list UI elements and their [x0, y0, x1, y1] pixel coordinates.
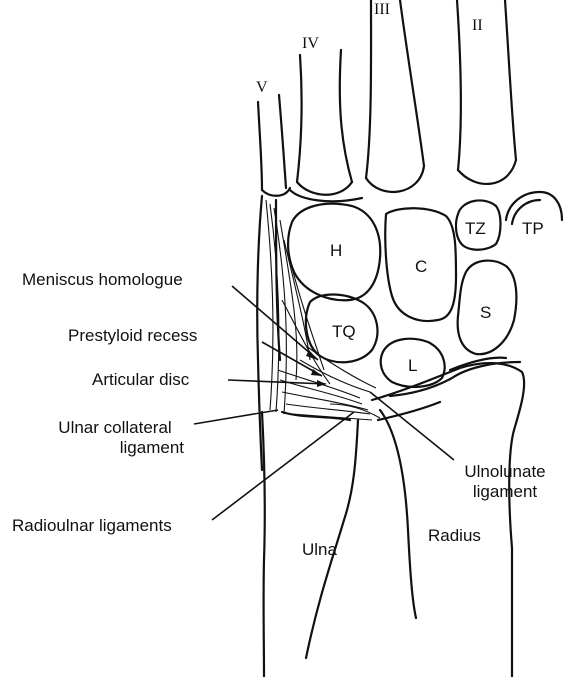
- metacarpal-iv: [297, 50, 352, 195]
- bone-label-tp: TP: [522, 219, 544, 238]
- bone-label-tz: TZ: [465, 219, 486, 238]
- label-prestyloid-recess: Prestyloid recess: [68, 326, 197, 346]
- label-ulnolunate-ligament: Ulnolunate ligament: [458, 462, 552, 502]
- label-ulnar-collateral-line1: Ulnar collateral: [40, 418, 190, 438]
- label-ulnolunate-line2: ligament: [458, 482, 552, 502]
- label-ulnar-collateral-ligament: Ulnar collateral ligament: [40, 418, 190, 458]
- metacarpal-iii: [366, 0, 424, 192]
- bone-label-h: H: [330, 241, 342, 260]
- bone-label-s: S: [480, 303, 491, 322]
- metacarpal-label-iv: IV: [302, 35, 319, 52]
- metacarpal-v: [258, 95, 290, 196]
- bone-label-l: L: [408, 356, 417, 375]
- label-radioulnar-ligaments: Radioulnar ligaments: [12, 516, 172, 536]
- label-ulnar-collateral-line2: ligament: [40, 438, 190, 458]
- label-meniscus-homologue: Meniscus homologue: [22, 270, 183, 290]
- metacarpal-ii: [457, 0, 516, 184]
- label-radius: Radius: [428, 526, 481, 546]
- metacarpal-label-ii: II: [472, 17, 483, 34]
- label-articular-disc: Articular disc: [92, 370, 189, 390]
- metacarpal-label-iii: III: [374, 1, 390, 18]
- bone-label-tq: TQ: [332, 322, 356, 341]
- label-ulna: Ulna: [302, 540, 337, 560]
- label-ulnolunate-line1: Ulnolunate: [458, 462, 552, 482]
- radius-bone: [372, 358, 524, 677]
- bone-label-c: C: [415, 257, 427, 276]
- metacarpal-label-v: V: [256, 79, 268, 96]
